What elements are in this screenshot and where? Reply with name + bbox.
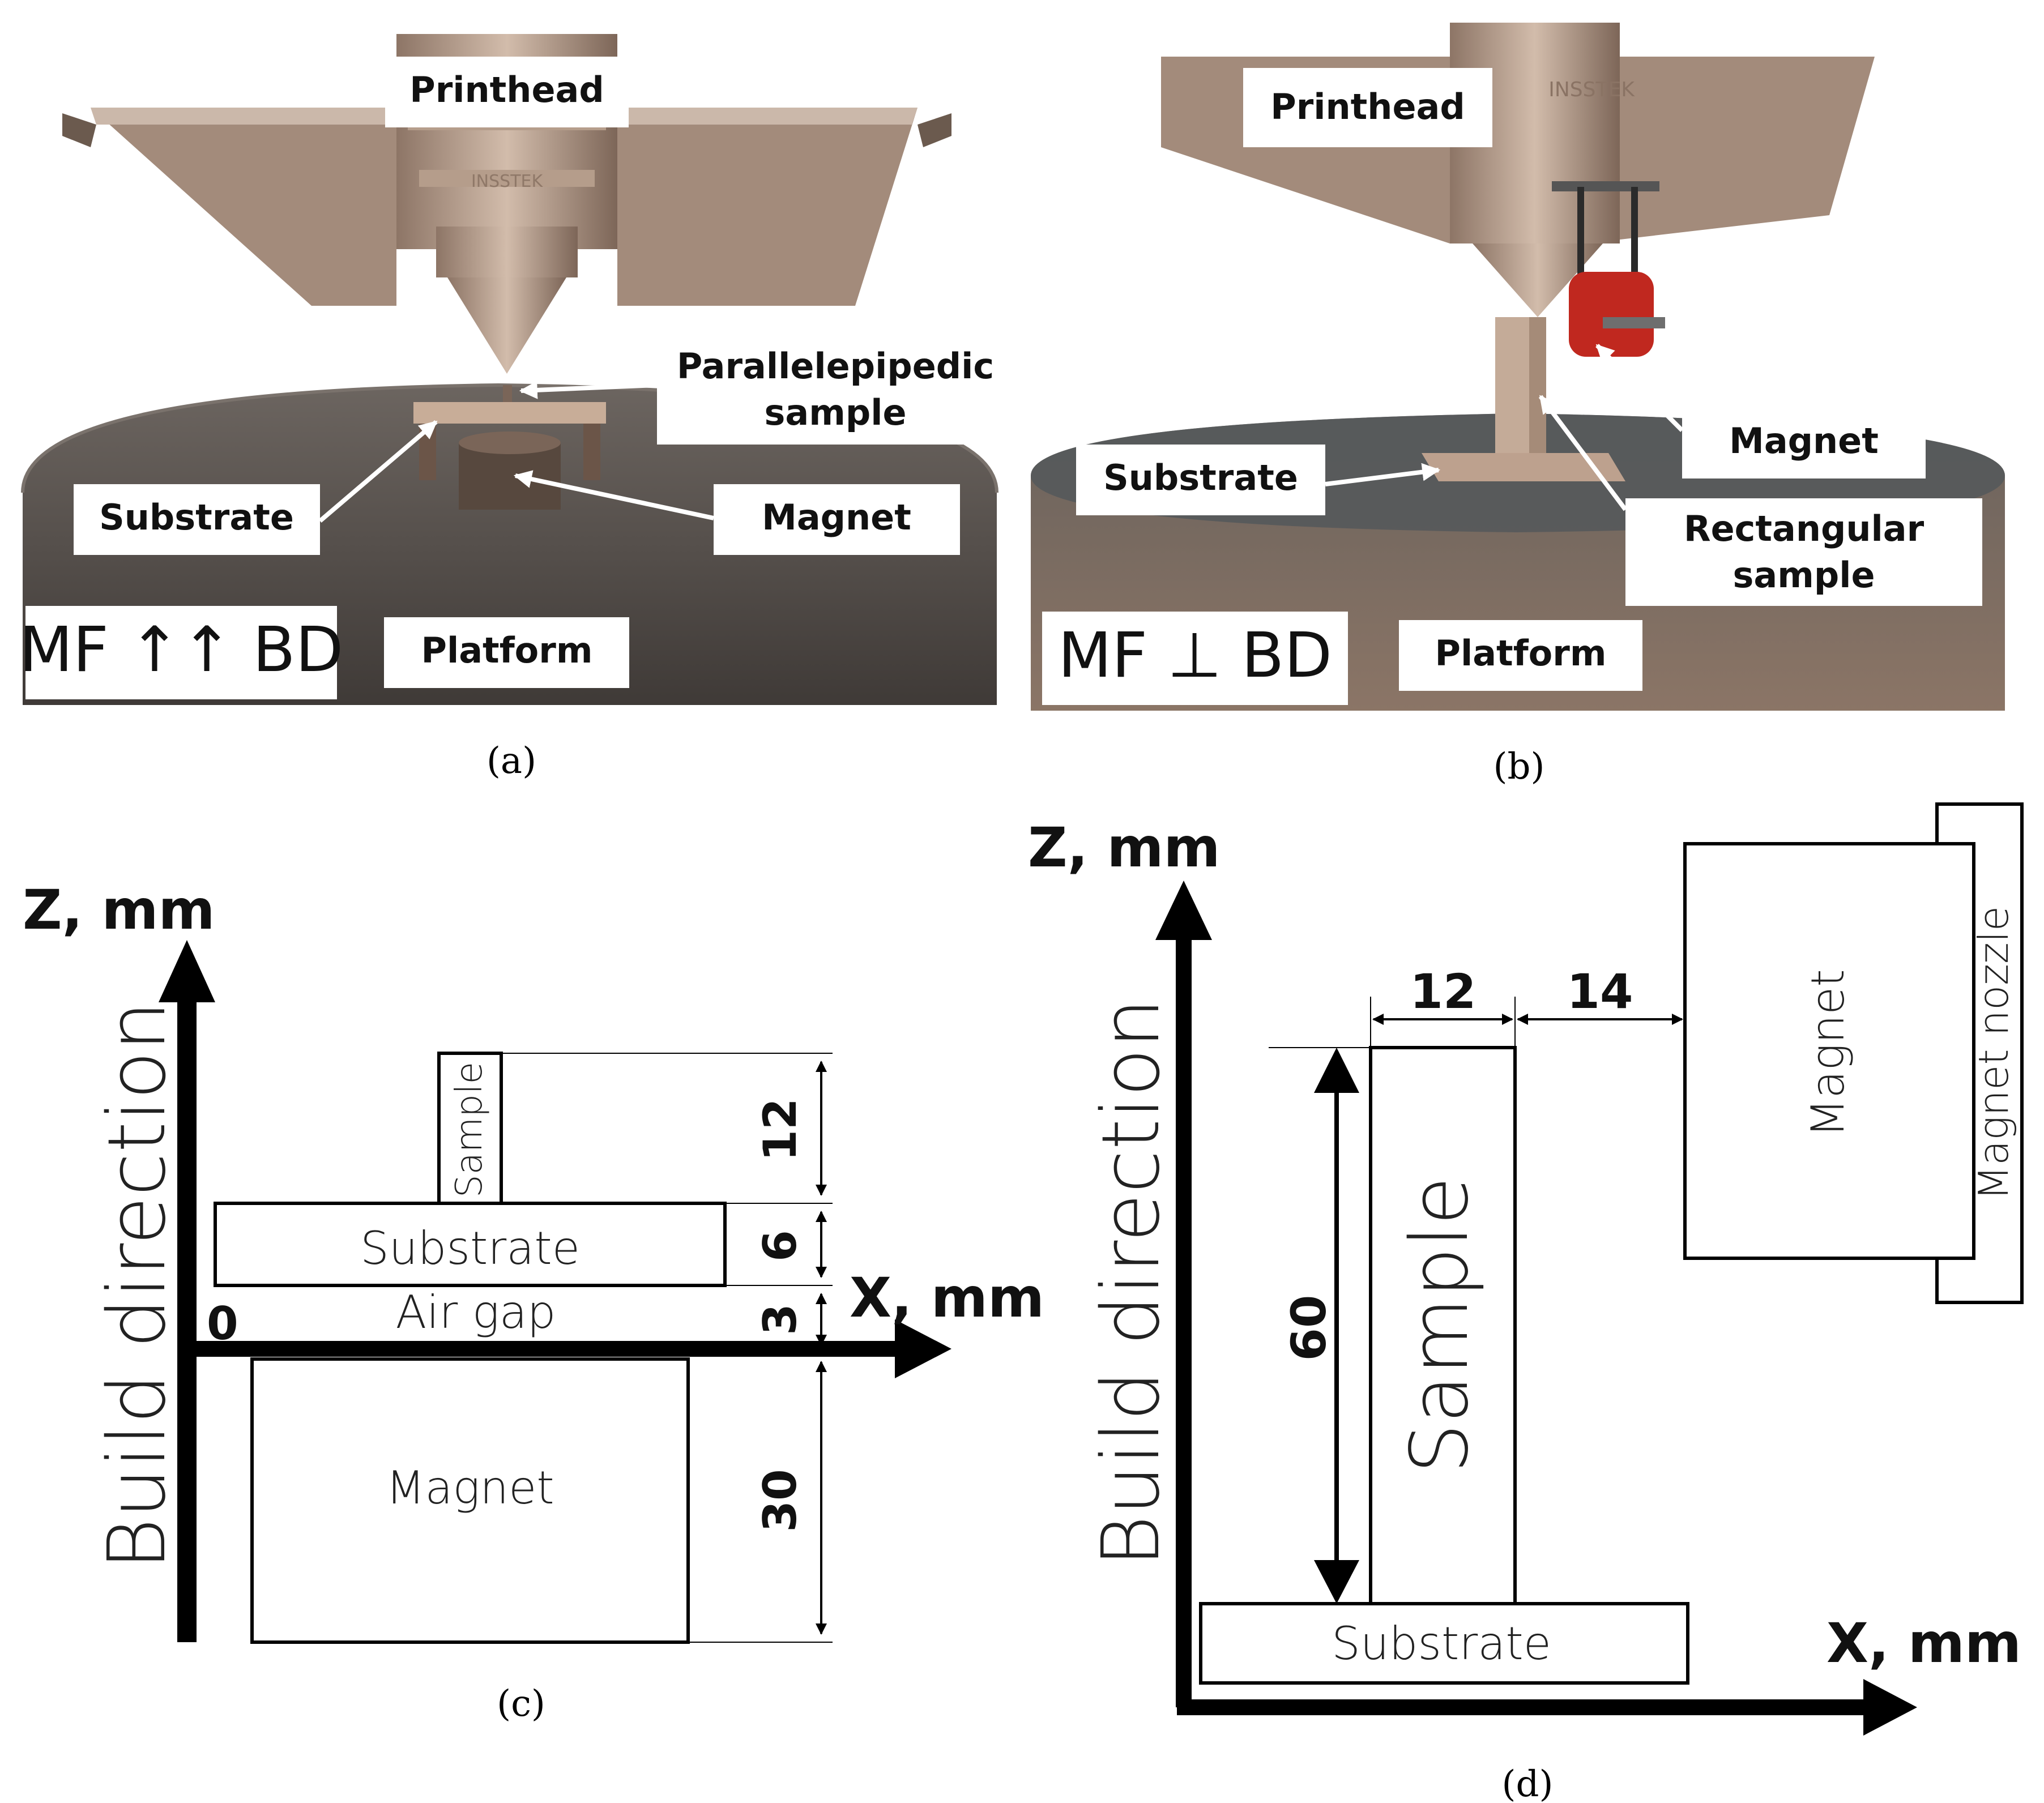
dim-gap-d: 14	[1567, 964, 1633, 1019]
magnet-label-d: Magnet	[1802, 969, 1854, 1137]
sample-a	[503, 385, 512, 402]
z-axis-label-c: Z, mm	[23, 878, 215, 942]
build-direction-label-d: Build direction	[1085, 998, 1177, 1567]
sample-rect-d	[1369, 1046, 1517, 1605]
dim-magnet-c: 30	[754, 1469, 806, 1532]
caption-a: (a)	[487, 740, 536, 782]
panel-c: Z, mm X, mm Build direction 0 Sample Sub…	[23, 878, 1044, 1644]
dim-sample-c: 12	[754, 1098, 806, 1161]
build-direction-label-c: Build direction	[91, 1001, 184, 1570]
x-axis-label-c: X, mm	[850, 1266, 1044, 1330]
substrate-rect-c	[214, 1202, 727, 1287]
magnet-label-c: Magnet	[386, 1462, 554, 1514]
platform-label-b: Platform	[1435, 633, 1607, 674]
caption-d: (d)	[1502, 1763, 1554, 1803]
z-axis-label-d: Z, mm	[1028, 816, 1221, 879]
panel-d: Z, mm X, mm Build direction Substrate Sa…	[1028, 802, 2024, 1736]
magnet-label-a: Magnet	[762, 497, 911, 538]
substrate-label-b: Substrate	[1103, 457, 1298, 498]
air-gap-label-c: Air gap	[395, 1286, 556, 1339]
caption-b: (b)	[1493, 746, 1545, 788]
magnet-nozzle-label-d: Magnet nozzle	[1970, 906, 2017, 1200]
magnet-rect-c	[250, 1357, 690, 1644]
printhead-label-a: Printhead	[409, 69, 604, 110]
dim-width-d: 12	[1410, 964, 1477, 1019]
printhead-label-b: Printhead	[1270, 86, 1465, 127]
orientation-label-b: MF ⊥ BD	[1058, 619, 1332, 691]
printhead-wing-right-b	[1586, 57, 1875, 243]
sample-label-b-line2: sample	[1733, 554, 1875, 596]
magnet-b	[1569, 272, 1654, 357]
sample-rect-c	[437, 1052, 503, 1205]
substrate-label-d: Substrate	[1332, 1617, 1551, 1670]
sample-label-c: Sample	[449, 1062, 490, 1198]
sample-label-a-line2: sample	[764, 392, 906, 433]
magnet-rect-d	[1683, 842, 1975, 1260]
sample-b	[1495, 317, 1535, 453]
substrate-label-c: Substrate	[360, 1222, 580, 1275]
substrate-a	[413, 402, 606, 424]
platform-label-a: Platform	[421, 630, 593, 671]
substrate-label-a: Substrate	[99, 497, 294, 538]
substrate-rect-d	[1199, 1602, 1689, 1685]
sample-label-a-line1: Parallelepipedic	[677, 345, 994, 387]
caption-c: (c)	[497, 1683, 545, 1725]
dim-height-d: 60	[1281, 1295, 1337, 1361]
substrate-b	[1422, 453, 1625, 481]
printhead-wing-right-a	[617, 108, 918, 306]
brand-engraving-a: INSSTEK	[471, 172, 544, 191]
brand-engraving-b: INSSTEK	[1548, 78, 1635, 101]
dim-substrate-c: 6	[754, 1230, 806, 1262]
panel-a: INSSTEK Printhead Parallelepipedic sampl…	[19, 34, 1008, 705]
magnet-label-b: Magnet	[1729, 420, 1879, 462]
panel-b: INSSTEK Printhead Magnet Substrate Recta…	[1031, 23, 2005, 711]
origin-label-c: 0	[207, 1297, 238, 1350]
printhead-nozzle-a	[447, 277, 566, 374]
orientation-label-a: MF ↑↑ BD	[19, 613, 344, 686]
printhead-wing-left-a	[91, 108, 396, 306]
sample-label-b-line1: Rectangular	[1684, 508, 1924, 549]
sample-label-d: Sample	[1394, 1177, 1486, 1474]
printhead-nozzle-b	[1473, 243, 1603, 317]
dim-gap-c: 3	[754, 1304, 806, 1335]
x-axis-label-d: X, mm	[1827, 1612, 2021, 1675]
